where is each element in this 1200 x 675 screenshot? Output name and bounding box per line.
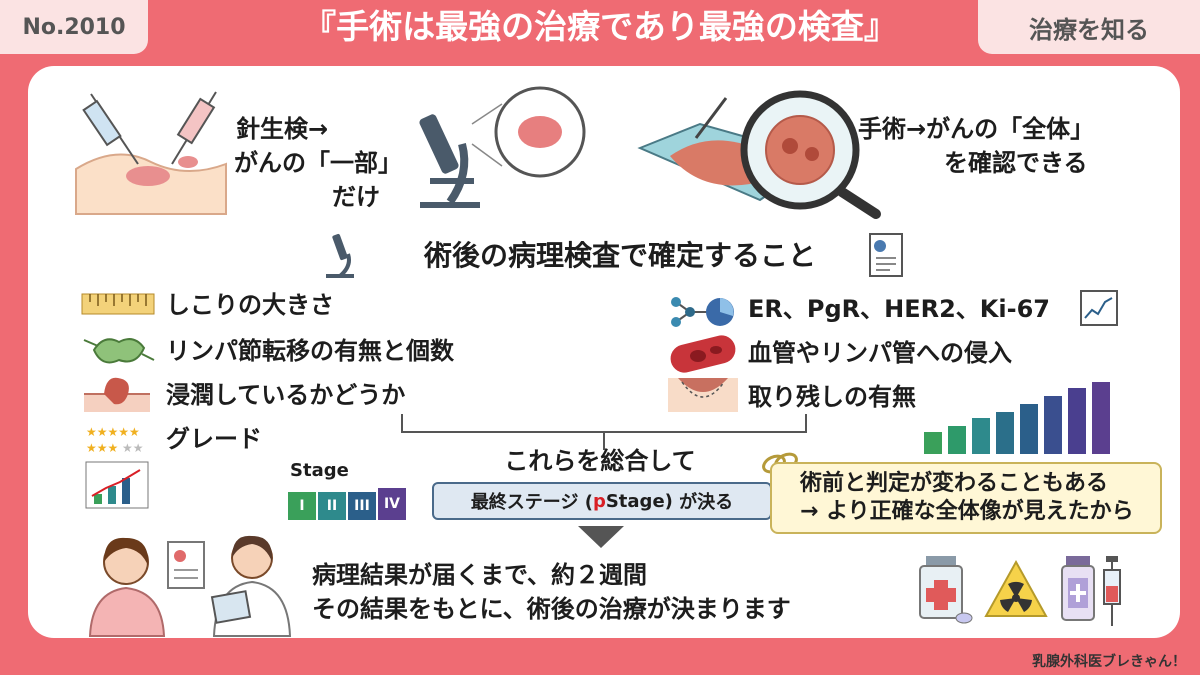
stage-level-1: I xyxy=(288,492,316,520)
doctor-consultation-icon xyxy=(88,535,292,637)
medicine-bottle-icon xyxy=(919,556,973,624)
magnifier-surgery-icon xyxy=(637,90,881,219)
vial-icon xyxy=(1061,556,1095,621)
stars-icon: ★★★★★ ★★★★★ xyxy=(86,425,144,455)
pstage-p: p xyxy=(592,490,606,512)
microscope-icon xyxy=(419,86,586,208)
needle-biopsy-icon xyxy=(75,91,227,215)
ruler-icon xyxy=(81,293,155,315)
right-item-1: 血管やリンパ管への侵入 xyxy=(748,339,1012,367)
invasion-icon xyxy=(84,377,150,412)
right-item-2: 取り残しの有無 xyxy=(748,383,916,411)
arrow-down-icon xyxy=(578,526,624,548)
page-title: 『手術は最強の治療であり最強の検査』 xyxy=(303,7,897,46)
note-line2: → より正確な全体像が見えたから xyxy=(800,499,1134,524)
lymph-node-icon xyxy=(83,338,155,364)
radiation-icon xyxy=(984,559,1048,617)
stage-level-3: III xyxy=(348,492,376,520)
stage-level-2: II xyxy=(318,492,346,520)
report-document-icon xyxy=(869,233,903,277)
left-item-3: グレード xyxy=(166,425,262,453)
pstage-prefix: 最終ステージ ( xyxy=(470,492,593,513)
combine-text: これらを総合して xyxy=(504,447,696,475)
surgery-text-line1: 手術→がんの「全体」 xyxy=(858,115,1095,143)
molecule-icon xyxy=(671,297,734,327)
left-item-1: リンパ節転移の有無と個数 xyxy=(166,337,454,365)
footer-credit: 乳腺外科医ブレきゃん！ xyxy=(1032,654,1186,670)
stage-level-4: IV xyxy=(378,488,406,520)
result-line2: その結果をもとに、術後の治療が決まります xyxy=(312,595,791,623)
svg-text:★★★: ★★★ xyxy=(86,441,118,455)
bar-chart-large-icon xyxy=(924,382,1110,454)
margin-icon xyxy=(668,378,738,412)
number-badge: No.2010 xyxy=(0,0,148,54)
category-badge[interactable]: 治療を知る xyxy=(978,0,1200,54)
line-chart-icon xyxy=(1080,290,1118,326)
syringe-icon xyxy=(1103,556,1121,626)
result-line1: 病理結果が届くまで、約２週間 xyxy=(312,561,648,589)
svg-text:★★: ★★ xyxy=(122,441,144,455)
biopsy-text-line3: だけ xyxy=(332,183,380,211)
biopsy-text-line2: がんの「一部」 xyxy=(234,149,402,177)
stage-label: Stage xyxy=(290,460,349,481)
vessel-icon xyxy=(670,335,736,373)
microscope-small-icon xyxy=(326,233,354,278)
section-heading: 術後の病理検査で確定すること xyxy=(423,239,816,272)
note-line1: 術前と判定が変わることもある xyxy=(800,471,1109,496)
note-box: 術前と判定が変わることもある → より正確な全体像が見えたから xyxy=(770,462,1162,534)
svg-text:★★★★★: ★★★★★ xyxy=(86,425,140,439)
surgery-text-line2: を確認できる xyxy=(944,149,1088,177)
bar-chart-small-icon xyxy=(85,461,149,509)
pstage-suffix: が決る xyxy=(679,492,734,513)
left-item-0: しこりの大きさ xyxy=(166,291,334,319)
left-item-2: 浸潤しているかどうか xyxy=(166,381,406,409)
stage-levels: I II III IV xyxy=(288,488,406,520)
bracket-connector xyxy=(401,414,807,450)
pstage-middle: Stage) xyxy=(605,490,673,512)
biopsy-text-line1: 針生検→ xyxy=(236,115,329,143)
right-item-0: ER、PgR、HER2、Ki-67 xyxy=(748,295,1050,323)
